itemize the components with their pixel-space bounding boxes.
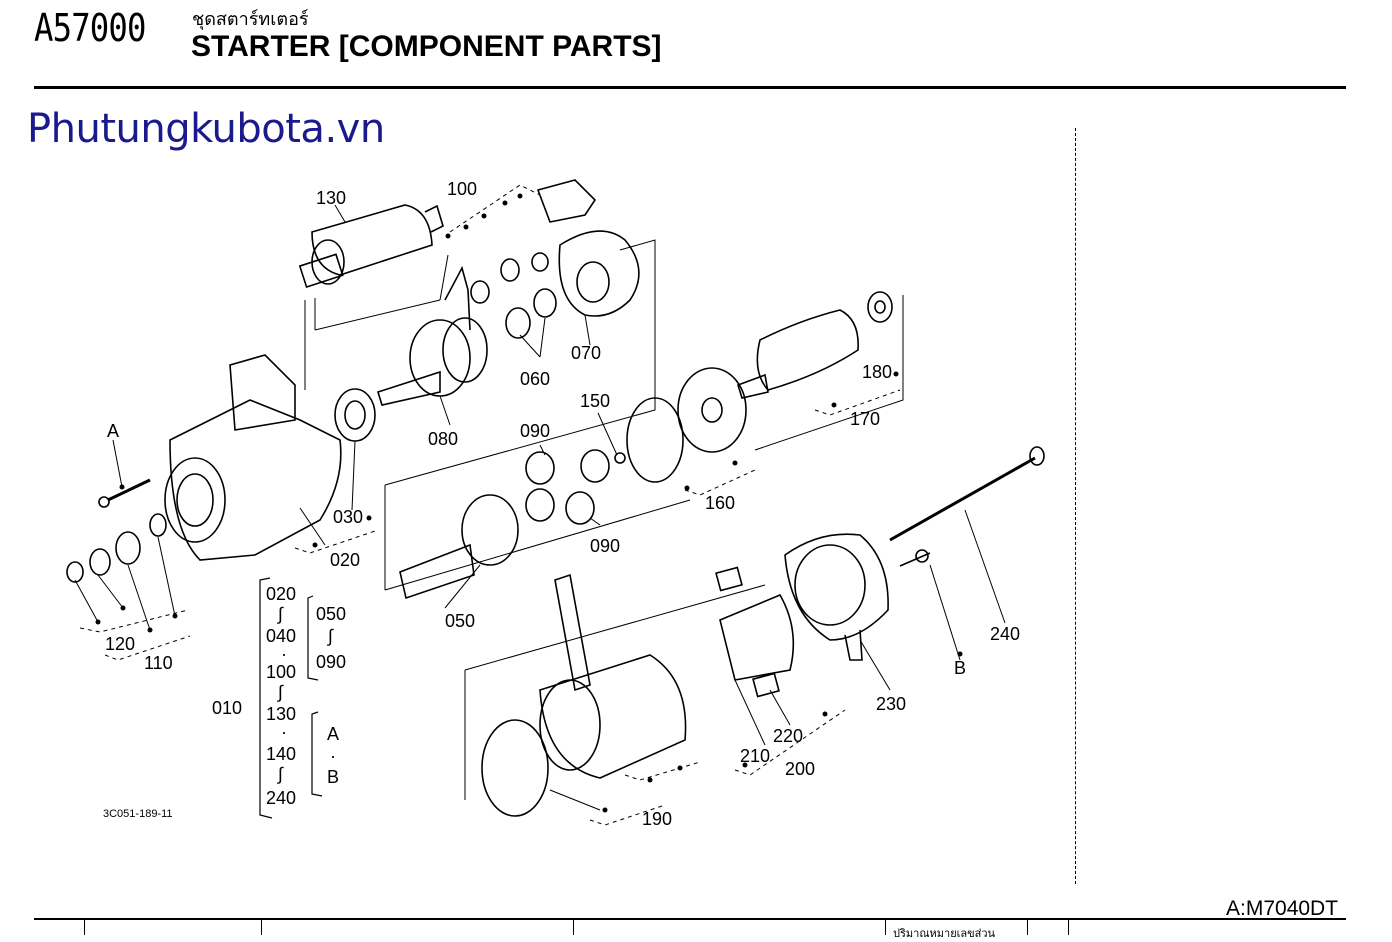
svg-text:·: · (281, 722, 287, 742)
yoke-part (539, 573, 687, 779)
label-220: 220 (773, 726, 803, 746)
bracket-010: 010 (212, 698, 242, 718)
svg-text:∫: ∫ (276, 604, 284, 624)
label-090-bottom: 090 (590, 536, 620, 556)
label-120: 120 (105, 634, 135, 654)
section-code: A57000 (34, 6, 146, 50)
table-divider (1068, 920, 1069, 935)
label-230: 230 (876, 694, 906, 714)
parts-table-header (34, 918, 1346, 937)
label-A: A (107, 421, 119, 441)
column-divider (1075, 128, 1076, 884)
table-divider (885, 920, 886, 935)
table-divider (261, 920, 262, 935)
svg-text:∫: ∫ (276, 764, 284, 784)
housing-part (164, 354, 342, 561)
bracket-050: 050 (316, 604, 346, 624)
model-code: A:M7040DT (1226, 897, 1339, 920)
label-030: 030 (333, 507, 363, 527)
svg-text:∫: ∫ (326, 626, 334, 646)
table-divider (84, 920, 85, 935)
svg-text:∫: ∫ (276, 682, 284, 702)
svg-text:·: · (330, 746, 336, 766)
table-divider (1027, 920, 1028, 935)
header-rule (34, 86, 1346, 89)
label-130: 130 (316, 188, 346, 208)
solenoid-part (298, 204, 444, 288)
page-title: STARTER [COMPONENT PARTS] (191, 30, 662, 63)
bracket-100: 100 (266, 662, 296, 682)
label-180: 180 (862, 362, 892, 382)
armature-part (737, 291, 893, 399)
bracket-040: 040 (266, 626, 296, 646)
bracket-240: 240 (266, 788, 296, 808)
watermark-text: Phutungkubota.vn (27, 106, 385, 152)
bracket-090: 090 (316, 652, 346, 672)
bracket-020: 020 (266, 584, 296, 604)
label-170: 170 (850, 409, 880, 429)
label-150: 150 (580, 391, 610, 411)
label-100: 100 (447, 179, 477, 199)
bracket-130: 130 (266, 704, 296, 724)
svg-text:·: · (281, 644, 287, 664)
label-080: 080 (428, 429, 458, 449)
label-110: 110 (144, 653, 173, 673)
bracket-A: A (327, 724, 339, 744)
label-240: 240 (990, 624, 1020, 644)
label-090-top: 090 (520, 421, 550, 441)
label-200: 200 (785, 759, 815, 779)
label-050: 050 (445, 611, 475, 631)
label-190: 190 (642, 809, 672, 829)
label-060: 060 (520, 369, 550, 389)
label-020: 020 (330, 550, 360, 570)
bracket-140: 140 (266, 744, 296, 764)
planetary-shaft-part (399, 449, 626, 600)
label-B: B (954, 658, 966, 678)
label-070: 070 (571, 343, 601, 363)
table-divider (573, 920, 574, 935)
table-column-label: ปริมาณหมายเลขส่วน (893, 927, 996, 940)
bracket-B: B (327, 767, 339, 787)
label-160: 160 (705, 493, 735, 513)
thai-title: ชุดสตาร์ทเตอร์ (192, 9, 309, 30)
reference-code: 3C051-189-11 (103, 808, 173, 820)
label-210: 210 (740, 746, 770, 766)
